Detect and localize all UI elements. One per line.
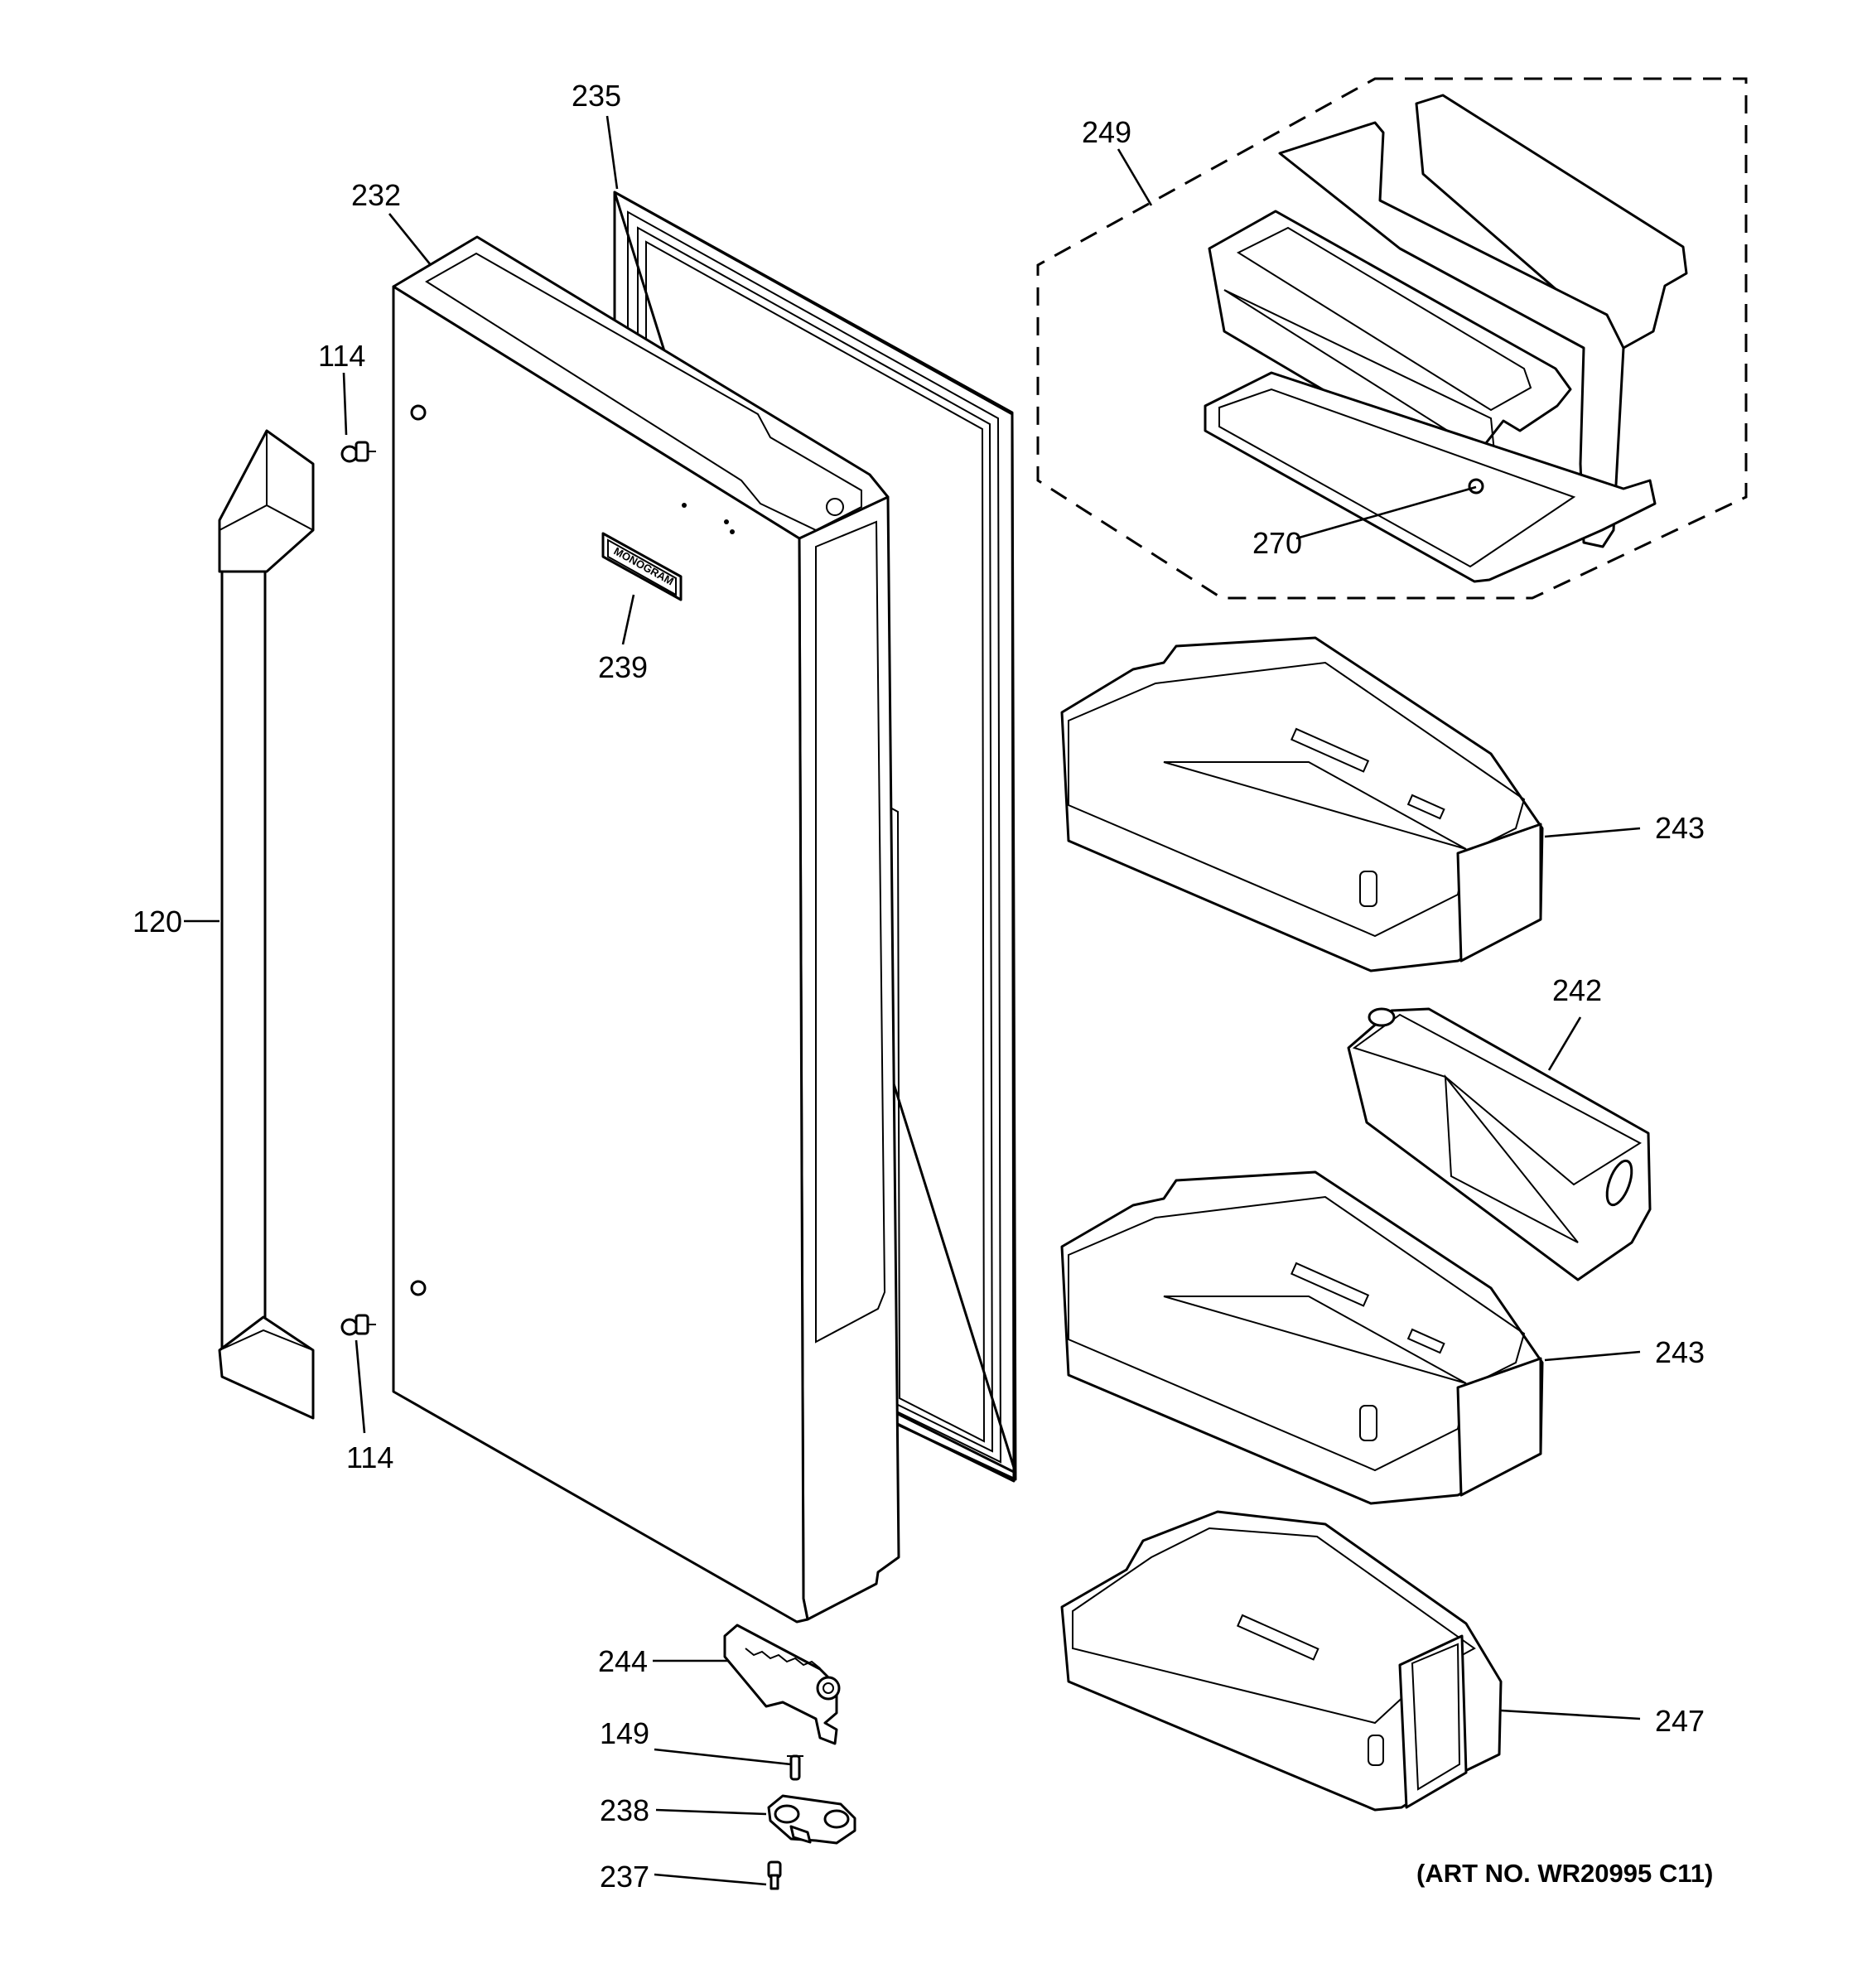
hinge-bracket	[767, 1794, 856, 1845]
callout-labels: 235 249 232 114 270 239 243 120 242 243 …	[133, 79, 1705, 1894]
callout-235: 235	[572, 79, 621, 113]
callout-114-top: 114	[318, 339, 365, 373]
callout-243-top: 243	[1655, 811, 1705, 845]
refrigerator-door	[392, 235, 900, 1624]
leader-lines	[184, 115, 1641, 1886]
bracket-screw	[767, 1860, 782, 1890]
callout-243-bottom: 243	[1655, 1335, 1705, 1369]
callout-238: 238	[600, 1793, 649, 1827]
handle-mounting-stud-bottom	[340, 1314, 376, 1336]
door-bin-lower	[1060, 1170, 1544, 1505]
door-bin-upper	[1060, 636, 1544, 972]
callout-120: 120	[133, 905, 182, 939]
door-handle	[218, 429, 315, 1420]
callout-239: 239	[598, 650, 648, 684]
door-bin-small	[1347, 1007, 1652, 1281]
handle-mounting-stud-top	[340, 441, 376, 463]
callout-237: 237	[600, 1860, 649, 1894]
callout-247: 247	[1655, 1704, 1705, 1738]
door-bin-bottom	[1060, 1510, 1503, 1812]
callout-249: 249	[1082, 115, 1131, 149]
callout-149: 149	[600, 1716, 649, 1750]
door-hinge	[723, 1624, 841, 1745]
callout-244: 244	[598, 1644, 648, 1678]
callout-114-bottom: 114	[346, 1440, 393, 1474]
art-number: (ART NO. WR20995 C11)	[1416, 1859, 1713, 1888]
dairy-compartment-assembly	[1036, 77, 1748, 600]
callout-242: 242	[1552, 973, 1602, 1007]
callout-232: 232	[351, 178, 401, 212]
callout-270: 270	[1252, 526, 1302, 560]
hinge-screw	[787, 1754, 803, 1781]
